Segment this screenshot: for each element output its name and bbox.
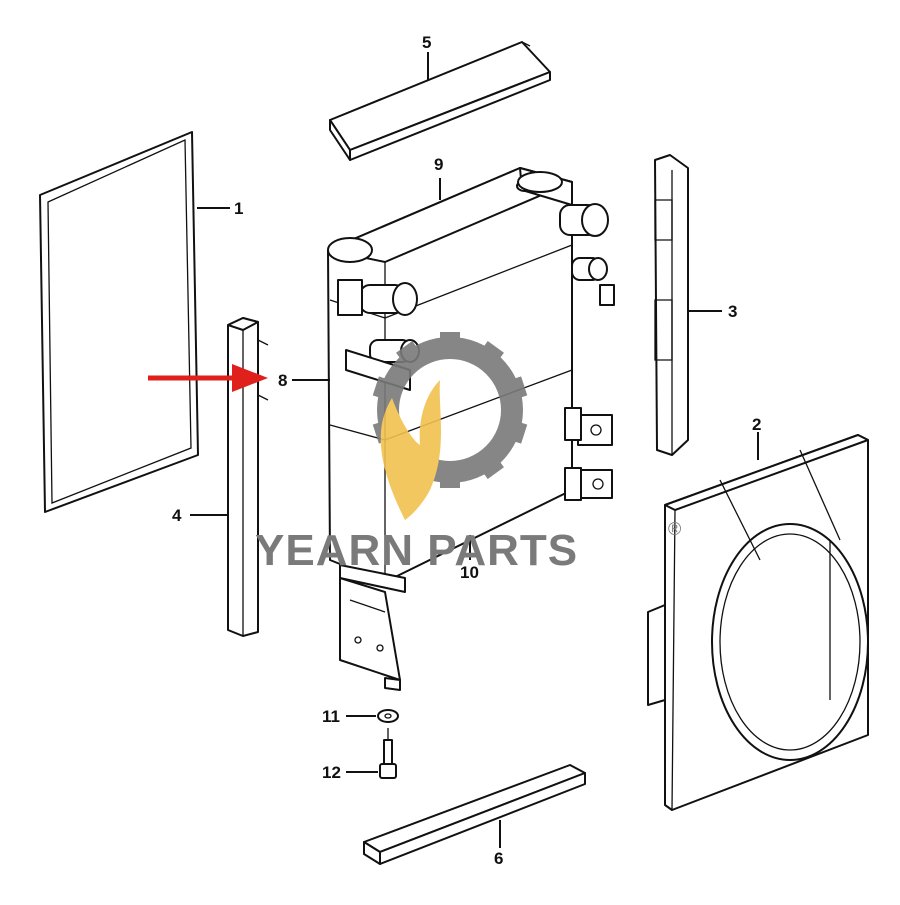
callout-8: 8 — [278, 371, 287, 390]
callout-6: 6 — [494, 849, 503, 868]
part-12-bolt — [379, 728, 397, 779]
callout-11: 11 — [322, 707, 340, 726]
gear-tooth — [440, 468, 460, 488]
callout-2: 2 — [752, 415, 761, 434]
flame-icon — [380, 380, 441, 520]
part-6-bottom-seal-bar — [363, 764, 586, 865]
callout-5: 5 — [422, 33, 431, 52]
gear-tooth — [476, 451, 504, 479]
part-11-washer — [377, 709, 399, 723]
part-2-fan-shroud — [647, 434, 869, 811]
watermark-logo — [372, 332, 528, 520]
red-highlight-arrow — [148, 364, 268, 392]
radiator-core-assembly — [327, 167, 615, 691]
part-4-seal-strip — [227, 317, 269, 637]
callout-4: 4 — [172, 506, 182, 525]
gear-tooth — [502, 418, 528, 444]
gear-tooth — [476, 341, 504, 369]
part-3-seal-strip — [654, 154, 689, 456]
gear-tooth — [396, 341, 424, 369]
gear-tooth — [440, 332, 460, 352]
gear-tooth — [372, 376, 398, 402]
callout-12: 12 — [322, 763, 341, 782]
callout-3: 3 — [728, 302, 737, 321]
registered-mark: ® — [668, 519, 681, 539]
callout-9: 9 — [434, 155, 443, 174]
part-5-top-seal-bar — [329, 41, 551, 161]
gear-tooth — [502, 376, 528, 402]
callout-1: 1 — [234, 199, 243, 218]
watermark-text: YEARN PARTS — [255, 526, 578, 575]
callout-10: 10 — [460, 563, 479, 582]
part-1-gasket-frame — [39, 131, 199, 513]
